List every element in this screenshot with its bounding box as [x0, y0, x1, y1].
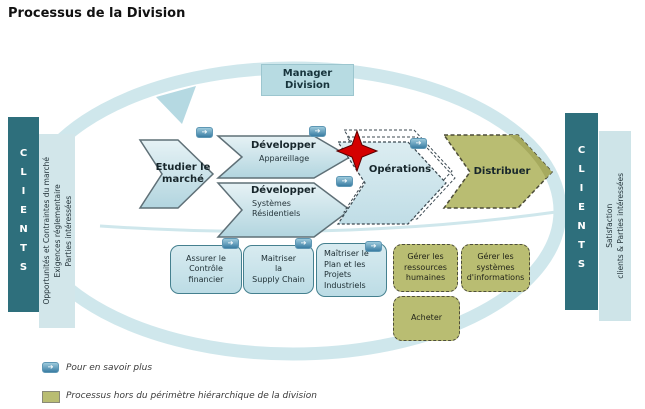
developper-appareillage-subtitle: Appareillage [259, 154, 310, 163]
developper-systemes-subtitle: Résidentiels [252, 209, 301, 218]
input-line: Parties intéressées [63, 195, 73, 267]
info-arrow-icon: ➔ [300, 239, 307, 247]
info-arrow-icon: ➔ [314, 127, 321, 135]
info-button-supply-chain[interactable]: ➔ [295, 238, 312, 249]
legend-info-icon: ➔ [42, 362, 59, 373]
box-line: Acheter [410, 313, 443, 323]
output-line: clients & Parties intéressées [616, 173, 625, 279]
outputs-panel: Satisfaction clients & Parties intéressé… [599, 131, 631, 321]
box-line: Projets [324, 270, 352, 279]
distribuer-label: Distribuer [473, 166, 531, 177]
clients-label-left: CLIENTS [18, 148, 29, 281]
info-button-dev-appareillage[interactable]: ➔ [309, 126, 326, 137]
info-arrow-icon: ➔ [47, 363, 54, 371]
box-gerer-ressources-humaines[interactable]: Gérer les ressources humaines [393, 244, 458, 292]
box-line: Assurer le [186, 253, 226, 263]
manager-line: Manager [282, 68, 333, 79]
legend-olive-swatch-icon [42, 391, 60, 403]
info-arrow-icon: ➔ [227, 239, 234, 247]
box-line: Maitriser [260, 253, 297, 263]
info-arrow-icon: ➔ [201, 128, 208, 136]
info-button-etudier[interactable]: ➔ [196, 127, 213, 138]
star-icon [335, 129, 379, 173]
inputs-text: Opportunités et Contraintes du marché Ex… [41, 157, 74, 305]
legend-external-label: Processus hors du périmètre hiérarchique… [66, 391, 317, 401]
developper-systemes-title: Développer [251, 185, 316, 196]
chevron-developper-systemes[interactable] [216, 182, 352, 238]
box-maitriser-supply-chain[interactable]: Maitriser la Supply Chain [243, 245, 314, 294]
manager-division-box: Manager Division [261, 64, 354, 96]
manager-line: Division [284, 80, 331, 91]
box-line: humaines [405, 273, 446, 283]
box-line: Supply Chain [252, 274, 305, 284]
clients-bar-left: CLIENTS [8, 117, 39, 312]
developper-appareillage-title: Développer [251, 140, 316, 151]
clients-bar-right: CLIENTS [565, 113, 598, 310]
outputs-text: Satisfaction clients & Parties intéressé… [604, 173, 626, 279]
info-button-operations[interactable]: ➔ [410, 138, 427, 149]
chevron-operations[interactable] [336, 141, 447, 225]
box-line: systèmes [476, 262, 515, 272]
chevron-etudier[interactable] [138, 139, 215, 209]
etudier-label: Etudier le marché [155, 162, 211, 185]
box-line: Contrôle [189, 264, 223, 274]
swoosh-line [99, 210, 557, 234]
input-line: Exigences réglementaire [52, 184, 62, 278]
box-acheter[interactable]: Acheter [393, 296, 460, 341]
developper-systemes-subtitle: Systèmes [252, 199, 291, 208]
box-gerer-systemes-informations[interactable]: Gérer les systèmes d'informations [461, 244, 530, 292]
box-line: ressources [404, 262, 447, 272]
box-line: d'informations [466, 273, 525, 283]
output-line: Satisfaction [605, 203, 614, 248]
info-button-plan-projets[interactable]: ➔ [365, 241, 382, 252]
box-line: la [274, 264, 283, 274]
box-assurer-controle-financier[interactable]: Assurer le Contrôle financier [170, 245, 242, 294]
page-title: Processus de la Division [8, 6, 186, 21]
cycle-arrowhead-icon [156, 86, 196, 124]
box-line: Gérer les [407, 252, 444, 262]
info-arrow-icon: ➔ [415, 139, 422, 147]
input-line: Opportunités et Contraintes du marché [41, 157, 51, 305]
box-line: financier [188, 274, 224, 284]
info-button-dev-systemes[interactable]: ➔ [336, 176, 353, 187]
info-arrow-icon: ➔ [370, 242, 377, 250]
box-line: Gérer les [477, 252, 514, 262]
info-arrow-icon: ➔ [341, 177, 348, 185]
info-button-controle-financier[interactable]: ➔ [222, 238, 239, 249]
box-line: Maîtriser le [324, 249, 369, 258]
legend-info-label: Pour en savoir plus [66, 363, 153, 373]
operations-label: Opérations [368, 164, 432, 175]
clients-label-right: CLIENTS [576, 145, 587, 278]
box-maitriser-plan-projets[interactable]: Maîtriser le Plan et les Projets Industr… [316, 243, 387, 297]
inputs-panel: Opportunités et Contraintes du marché Ex… [39, 134, 75, 328]
box-line: Industriels [324, 280, 366, 290]
box-line: Plan et les [324, 259, 366, 269]
